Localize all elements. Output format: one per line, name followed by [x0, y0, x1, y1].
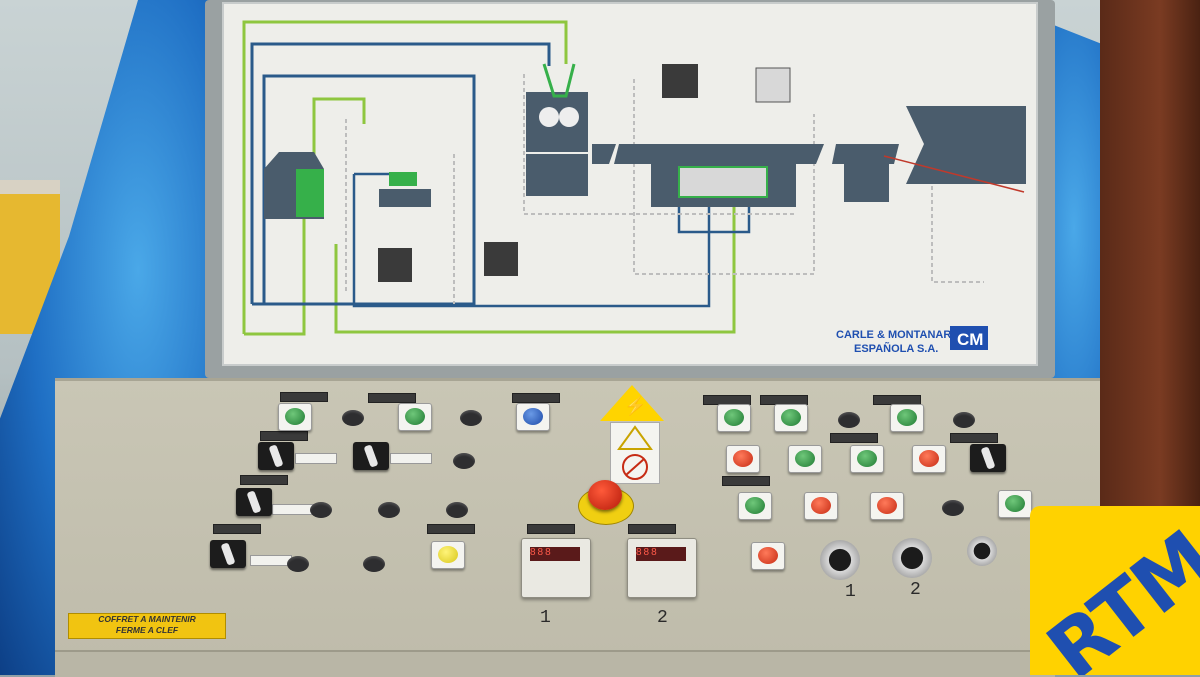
dosing-unit	[379, 189, 431, 207]
label-plate	[213, 524, 261, 534]
blue-line	[474, 204, 711, 308]
red-push-button[interactable]	[804, 492, 838, 520]
timer-number-1: 1	[540, 608, 551, 628]
label-plate	[512, 393, 560, 403]
green-push-button[interactable]	[788, 445, 822, 473]
tank-level	[296, 169, 324, 217]
high-voltage-warning-icon	[600, 385, 664, 421]
green-line	[244, 204, 306, 336]
selector-switch[interactable]	[353, 442, 389, 470]
brand-line-1: CARLE & MONTANARI	[836, 329, 954, 341]
control-desk-front	[55, 650, 1055, 677]
rtm-watermark-logo: RTM	[1030, 506, 1200, 675]
temperature-controller	[755, 67, 791, 103]
label-plate-white	[295, 453, 337, 464]
selector-switch[interactable]	[210, 540, 246, 568]
temperature-controller	[662, 64, 698, 98]
selector-switch[interactable]	[970, 444, 1006, 472]
label-plate	[368, 393, 416, 403]
blue-line	[352, 174, 474, 308]
temperature-controller	[484, 242, 518, 276]
blank-plug	[287, 556, 309, 572]
blank-plug	[460, 410, 482, 426]
knob-number-1: 1	[845, 582, 856, 602]
blue-line	[250, 42, 551, 304]
knob-number-2: 2	[910, 580, 921, 600]
green-push-button[interactable]	[738, 492, 772, 520]
green-line	[312, 97, 366, 204]
green-push-button[interactable]	[717, 404, 751, 432]
green-line	[242, 20, 568, 334]
selector-switch[interactable]	[258, 442, 294, 470]
blank-plug	[342, 410, 364, 426]
green-push-button[interactable]	[890, 404, 924, 432]
control-desk	[55, 378, 1100, 656]
conveyor-3	[832, 144, 899, 164]
selector-switch[interactable]	[236, 488, 272, 516]
caution-line-1: COFFRET A MAINTENIR	[98, 614, 196, 624]
label-plate-white	[272, 504, 314, 515]
label-plate	[722, 476, 770, 486]
blank-plug	[453, 453, 475, 469]
red-push-button[interactable]	[726, 445, 760, 473]
label-plate	[830, 433, 878, 443]
green-push-button[interactable]	[398, 403, 432, 431]
temperature-controller	[378, 248, 412, 282]
blank-plug	[378, 502, 400, 518]
green-line	[334, 204, 736, 334]
conveyor-1	[592, 144, 616, 164]
blue-line	[252, 74, 476, 306]
caution-line-2: FERME A CLEF	[115, 625, 179, 635]
label-plate	[260, 431, 308, 441]
blank-plug	[942, 500, 964, 516]
timer-controller-2[interactable]: 888	[627, 538, 697, 598]
brand-line-2: ESPAÑOLA S.A.	[854, 342, 938, 355]
red-push-button[interactable]	[912, 445, 946, 473]
blue-push-button[interactable]	[516, 403, 550, 431]
brand-logo-text: CM	[957, 330, 983, 349]
blank-plug	[310, 502, 332, 518]
blank-plug	[838, 412, 860, 428]
yellow-push-button[interactable]	[431, 541, 465, 569]
caution-label: COFFRET A MAINTENIR FERME A CLEF	[68, 613, 226, 639]
rtm-text: RTM	[1031, 514, 1200, 675]
green-push-button[interactable]	[278, 403, 312, 431]
mimic-diagram-board: CARLE & MONTANARI ESPAÑOLA S.A. CM	[222, 2, 1038, 366]
label-plate-white	[250, 555, 292, 566]
red-push-button[interactable]	[751, 542, 785, 570]
emergency-stop-button[interactable]	[588, 480, 622, 510]
green-push-button[interactable]	[998, 490, 1032, 518]
timer-controller-1[interactable]: 888	[521, 538, 591, 598]
label-plate	[427, 524, 475, 534]
blank-plug	[953, 412, 975, 428]
label-plate	[950, 433, 998, 443]
label-plate	[628, 524, 676, 534]
safety-sticker	[610, 422, 660, 484]
blank-plug	[363, 556, 385, 572]
potentiometer-knob-1[interactable]	[820, 540, 860, 580]
green-push-button[interactable]	[850, 445, 884, 473]
blue-line	[677, 204, 751, 234]
brand-logo	[950, 326, 988, 350]
dosing-green	[389, 172, 417, 186]
label-plate	[280, 392, 328, 402]
lightning-icon: ⚡	[624, 396, 647, 416]
potentiometer-knob-2[interactable]	[892, 538, 932, 578]
red-push-button[interactable]	[870, 492, 904, 520]
label-plate-white	[390, 453, 432, 464]
label-plate	[527, 524, 575, 534]
label-plate	[240, 475, 288, 485]
potentiometer-knob-3[interactable]	[967, 536, 997, 566]
timer-number-2: 2	[657, 608, 668, 628]
safety-sticker-icons	[617, 425, 653, 480]
conveyor-2	[614, 144, 824, 164]
cooling-tunnel	[906, 106, 1026, 184]
green-push-button[interactable]	[774, 404, 808, 432]
blank-plug	[446, 502, 468, 518]
process-diagram: CARLE & MONTANARI ESPAÑOLA S.A. CM	[242, 20, 1026, 355]
